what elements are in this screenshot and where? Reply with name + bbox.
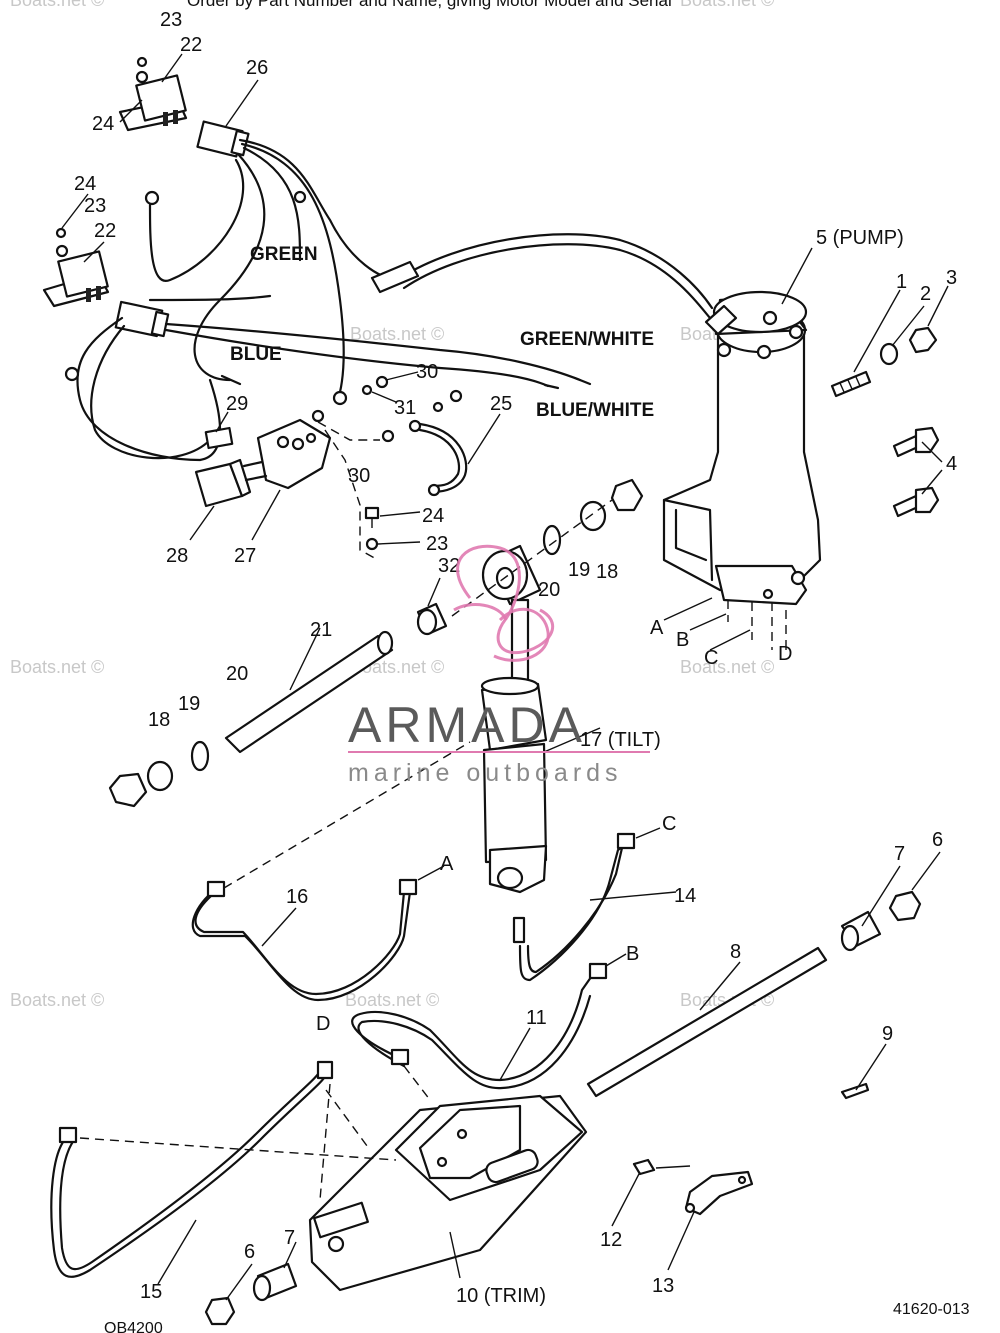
pivot-shaft-assembly (108, 478, 644, 808)
callout-27: 27 (234, 545, 256, 567)
watermark: Boats.net © (10, 657, 104, 677)
callout-7: 7 (894, 843, 905, 865)
relay-lower (42, 227, 110, 308)
ground-cable (408, 419, 468, 497)
callout-8: 8 (730, 941, 741, 963)
callout-5-pump: 5 (PUMP) (816, 227, 904, 249)
callout-23: 23 (160, 9, 182, 31)
callouts: 23 22 26 24 24 23 22 5 (PUMP) 1 2 3 4 30… (74, 9, 957, 1307)
harness-connector (196, 120, 250, 158)
port-a: A (440, 853, 454, 875)
callout-6: 6 (244, 1241, 255, 1263)
label-green: GREEN (250, 244, 318, 265)
trim-cylinder (308, 1094, 588, 1292)
callout-9: 9 (882, 1023, 893, 1045)
hydraulic-lines (191, 832, 636, 1002)
leader-lines (61, 53, 949, 1301)
pump-motor (662, 290, 822, 606)
callout-4: 4 (946, 453, 957, 475)
trim-lines (50, 962, 608, 1278)
callout-30: 30 (348, 465, 370, 487)
port-b: B (626, 943, 639, 965)
port-labels: A B C D A C B D (316, 617, 792, 1035)
callout-23: 23 (426, 533, 448, 555)
callout-19: 19 (178, 693, 200, 715)
watermark: Boats.net © (345, 990, 439, 1010)
trim-pivot-shaft (204, 890, 922, 1326)
label-blue: BLUE (230, 344, 282, 365)
port-b: B (676, 629, 689, 651)
order-instructions: Order by Part Number and Name, giving Mo… (187, 0, 672, 10)
brand-tagline: marine outboards (348, 759, 623, 787)
callout-7: 7 (284, 1227, 295, 1249)
harness-connector-lower (114, 300, 170, 338)
watermark: Boats.net © (10, 990, 104, 1010)
callout-20: 20 (226, 663, 248, 685)
callout-14: 14 (674, 885, 696, 907)
callout-20: 20 (538, 579, 560, 601)
terminal-hardware (311, 371, 463, 561)
port-c: C (704, 647, 718, 669)
callout-29: 29 (226, 393, 248, 415)
callout-23: 23 (84, 195, 106, 217)
callout-16: 16 (286, 886, 308, 908)
callout-31: 31 (394, 397, 416, 419)
callout-32: 32 (438, 555, 460, 577)
pump-hardware (830, 326, 940, 518)
watermark: Boats.net © (680, 657, 774, 677)
terminal-block-assembly (194, 418, 332, 508)
callout-22: 22 (94, 220, 116, 242)
assembly-dashes (79, 499, 787, 1201)
watermark: Boats.net © (680, 0, 774, 10)
watermark: Boats.net © (10, 0, 104, 10)
port-d: D (778, 643, 792, 665)
armada-logo: ARMADA marine outboards (348, 544, 650, 787)
callout-19: 19 (568, 559, 590, 581)
label-green-white: GREEN/WHITE (520, 329, 654, 350)
callout-18: 18 (148, 709, 170, 731)
port-c: C (662, 813, 676, 835)
callout-2: 2 (920, 283, 931, 305)
callout-30: 30 (416, 361, 438, 383)
callout-22: 22 (180, 34, 202, 56)
callout-12: 12 (600, 1229, 622, 1251)
relay-upper (118, 56, 188, 132)
watermarks: Boats.net © Boats.net © Boats.net © Boat… (10, 0, 774, 1010)
callout-6: 6 (932, 829, 943, 851)
callout-1: 1 (896, 271, 907, 293)
callout-25: 25 (490, 393, 512, 415)
trim-hardware (632, 1082, 870, 1216)
brand-name: ARMADA (348, 697, 586, 753)
callout-10-trim: 10 (TRIM) (456, 1285, 546, 1307)
port-a: A (650, 617, 664, 639)
callout-28: 28 (166, 545, 188, 567)
callout-18: 18 (596, 561, 618, 583)
callout-21: 21 (310, 619, 332, 641)
callout-24: 24 (422, 505, 444, 527)
callout-26: 26 (246, 57, 268, 79)
callout-13: 13 (652, 1275, 674, 1297)
callout-11: 11 (526, 1007, 547, 1029)
callout-3: 3 (946, 267, 957, 289)
watermark: Boats.net © (350, 324, 444, 344)
tilt-cylinder (480, 544, 548, 944)
callout-24: 24 (92, 113, 114, 135)
label-blue-white: BLUE/WHITE (536, 400, 654, 421)
diagram-number: 41620-013 (893, 1301, 970, 1318)
figure-code: OB4200 (104, 1320, 163, 1333)
callout-15: 15 (140, 1281, 162, 1303)
wire-color-labels: GREEN BLUE GREEN/WHITE BLUE/WHITE (230, 244, 654, 421)
callout-17-tilt: 17 (TILT) (580, 729, 661, 751)
port-d: D (316, 1013, 330, 1035)
callout-24: 24 (74, 173, 96, 195)
wire-harness (64, 138, 714, 462)
